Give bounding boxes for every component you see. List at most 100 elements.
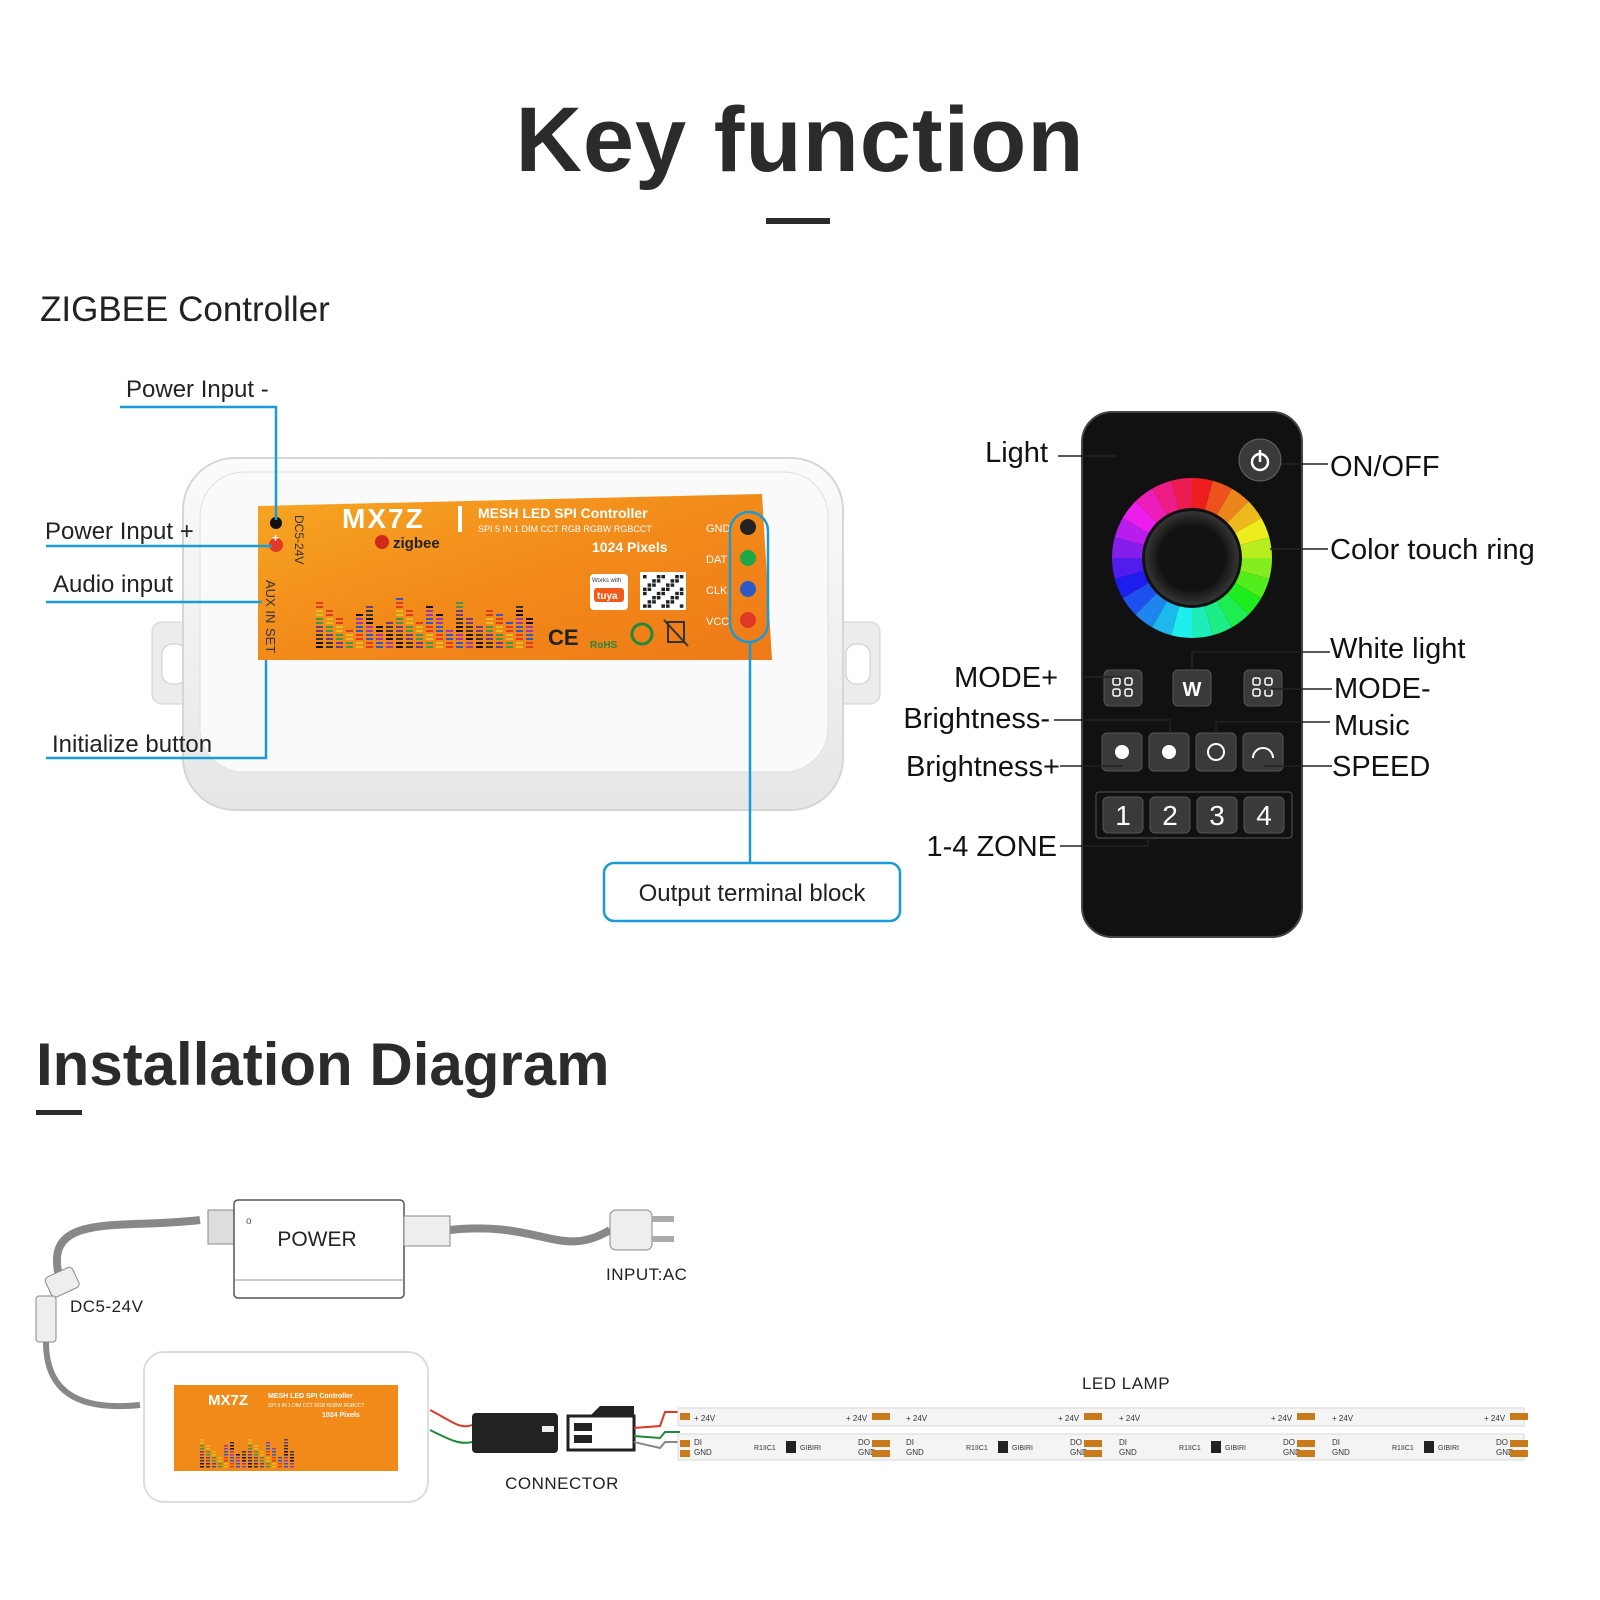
terminal-dat-icon xyxy=(740,550,756,566)
svg-text:MESH LED SPI Controller: MESH LED SPI Controller xyxy=(268,1393,353,1400)
svg-text:+ 24V: + 24V xyxy=(1058,1414,1080,1423)
zone-label: 1-4 ZONE xyxy=(926,831,1057,863)
section-title-installation: Installation Diagram xyxy=(36,1031,610,1098)
terminal-label-clk: CLK xyxy=(706,585,728,597)
svg-text:R1IIC1: R1IIC1 xyxy=(754,1445,776,1452)
mode-plus-icon xyxy=(1112,677,1133,697)
svg-text:MX7Z: MX7Z xyxy=(208,1392,248,1409)
svg-text:GIBIRI: GIBIRI xyxy=(800,1445,821,1452)
output-terminal-callout xyxy=(602,861,902,923)
color-touch-ring[interactable] xyxy=(1112,478,1272,638)
mode-plus-label: MODE+ xyxy=(954,662,1058,694)
voltage-label: DC5-24V xyxy=(292,515,306,564)
audio-input-label: Audio input xyxy=(53,571,173,598)
svg-text:GND: GND xyxy=(694,1448,712,1457)
controller-label xyxy=(258,494,772,660)
svg-text:+ 24V: + 24V xyxy=(846,1414,868,1423)
zone-1-button[interactable]: 1 xyxy=(1102,796,1144,834)
svg-text:+ 24V: + 24V xyxy=(694,1414,716,1423)
svg-text:1024 Pixels: 1024 Pixels xyxy=(322,1412,360,1419)
svg-text:DO: DO xyxy=(858,1438,870,1447)
set-label: SET xyxy=(263,628,278,653)
svg-text:GIBIRI: GIBIRI xyxy=(1225,1445,1246,1452)
product-subline: SPI 5 IN 1 DIM CCT RGB RGBW RGBCCT xyxy=(478,524,652,534)
zone-2-label: 2 xyxy=(1162,800,1178,831)
svg-text:R1IIC1: R1IIC1 xyxy=(1179,1445,1201,1452)
svg-text:GND: GND xyxy=(906,1448,924,1457)
onoff-label: ON/OFF xyxy=(1330,451,1440,483)
mode-minus-label: MODE- xyxy=(1334,673,1431,705)
brightness-minus-icon xyxy=(1162,745,1176,759)
power-input-minus-label: Power Input - xyxy=(126,376,269,403)
color-ring-label: Color touch ring xyxy=(1330,534,1535,566)
white-light-button[interactable]: W xyxy=(1172,669,1212,707)
page-title: Key function xyxy=(515,89,1085,191)
mode-minus-icon xyxy=(1252,677,1273,697)
brand-label: zigbee xyxy=(393,535,440,552)
zone-4-label: 4 xyxy=(1256,800,1272,831)
white-light-label: White light xyxy=(1330,633,1465,665)
zone-3-label: 3 xyxy=(1209,800,1225,831)
terminal-label-gnd: GND xyxy=(706,523,731,535)
aux-label: AUX IN xyxy=(263,580,278,623)
power-label: POWER xyxy=(277,1228,356,1251)
svg-text:+ 24V: + 24V xyxy=(1332,1414,1354,1423)
speed-label: SPEED xyxy=(1332,751,1430,783)
svg-text:GND: GND xyxy=(1496,1448,1514,1457)
svg-text:DI: DI xyxy=(1332,1438,1340,1447)
svg-text:Works with: Works with xyxy=(592,578,621,584)
svg-text:GND: GND xyxy=(1070,1448,1088,1457)
installation-diagram: o POWER INPUT:AC DC5-24V MX7Z MESH LED S… xyxy=(35,1199,1528,1503)
svg-text:+: + xyxy=(272,531,279,545)
dc-voltage-label: DC5-24V xyxy=(70,1297,144,1316)
svg-text:R1IIC1: R1IIC1 xyxy=(966,1445,988,1452)
zigbee-logo-icon xyxy=(375,535,389,549)
svg-text:DI: DI xyxy=(1119,1438,1127,1447)
connector-label: CONNECTOR xyxy=(505,1474,619,1493)
mode-minus-button[interactable] xyxy=(1243,669,1283,707)
mode-plus-button[interactable] xyxy=(1103,669,1143,707)
led-lamp-label: LED LAMP xyxy=(1082,1374,1170,1393)
music-label: Music xyxy=(1334,710,1410,742)
brightness-plus-button[interactable] xyxy=(1101,732,1143,772)
svg-text:+ 24V: + 24V xyxy=(1271,1414,1293,1423)
svg-text:DO: DO xyxy=(1070,1438,1082,1447)
rohs-mark-icon: RoHS xyxy=(590,640,618,651)
installation-underline xyxy=(36,1110,82,1115)
brightness-plus-label: Brightness+ xyxy=(906,751,1060,783)
product-line: MESH LED SPI Controller xyxy=(478,505,648,521)
terminal-vcc-icon xyxy=(740,612,756,628)
svg-text:DO: DO xyxy=(1496,1438,1508,1447)
equalizer-graphic xyxy=(316,598,533,648)
power-supply xyxy=(233,1199,405,1299)
power-plus-terminal-icon xyxy=(269,538,283,552)
music-button[interactable] xyxy=(1195,732,1237,772)
section-title-controller: ZIGBEE Controller xyxy=(40,290,330,329)
small-controller-label xyxy=(174,1385,398,1471)
music-icon xyxy=(1207,743,1225,761)
svg-text:DO: DO xyxy=(1283,1438,1295,1447)
svg-text:GND: GND xyxy=(1332,1448,1350,1457)
zone-3-button[interactable]: 3 xyxy=(1196,796,1238,834)
ac-plug-icon xyxy=(609,1209,653,1251)
svg-text:+ 24V: + 24V xyxy=(1119,1414,1141,1423)
white-light-icon: W xyxy=(1183,679,1202,701)
svg-text:GND: GND xyxy=(1283,1448,1301,1457)
connector-male xyxy=(566,1414,636,1452)
svg-text:GND: GND xyxy=(1119,1448,1137,1457)
controller-diagram: + DC5-24V AUX IN SET MX7Z MESH LED SPI C… xyxy=(45,376,902,923)
power-minus-terminal-icon xyxy=(270,517,282,529)
svg-text:+ 24V: + 24V xyxy=(1484,1414,1506,1423)
output-terminal-label: Output terminal block xyxy=(639,880,867,907)
speed-button[interactable] xyxy=(1242,732,1284,772)
brightness-minus-button[interactable] xyxy=(1148,732,1190,772)
terminal-clk-icon xyxy=(740,581,756,597)
model-name: MX7Z xyxy=(342,503,425,534)
zone-4-button[interactable]: 4 xyxy=(1243,796,1285,834)
svg-text:DI: DI xyxy=(694,1438,702,1447)
svg-text:GIBIRI: GIBIRI xyxy=(1438,1445,1459,1452)
svg-text:+ 24V: + 24V xyxy=(906,1414,928,1423)
pixels-label: 1024 Pixels xyxy=(592,539,668,555)
zone-2-button[interactable]: 2 xyxy=(1149,796,1191,834)
